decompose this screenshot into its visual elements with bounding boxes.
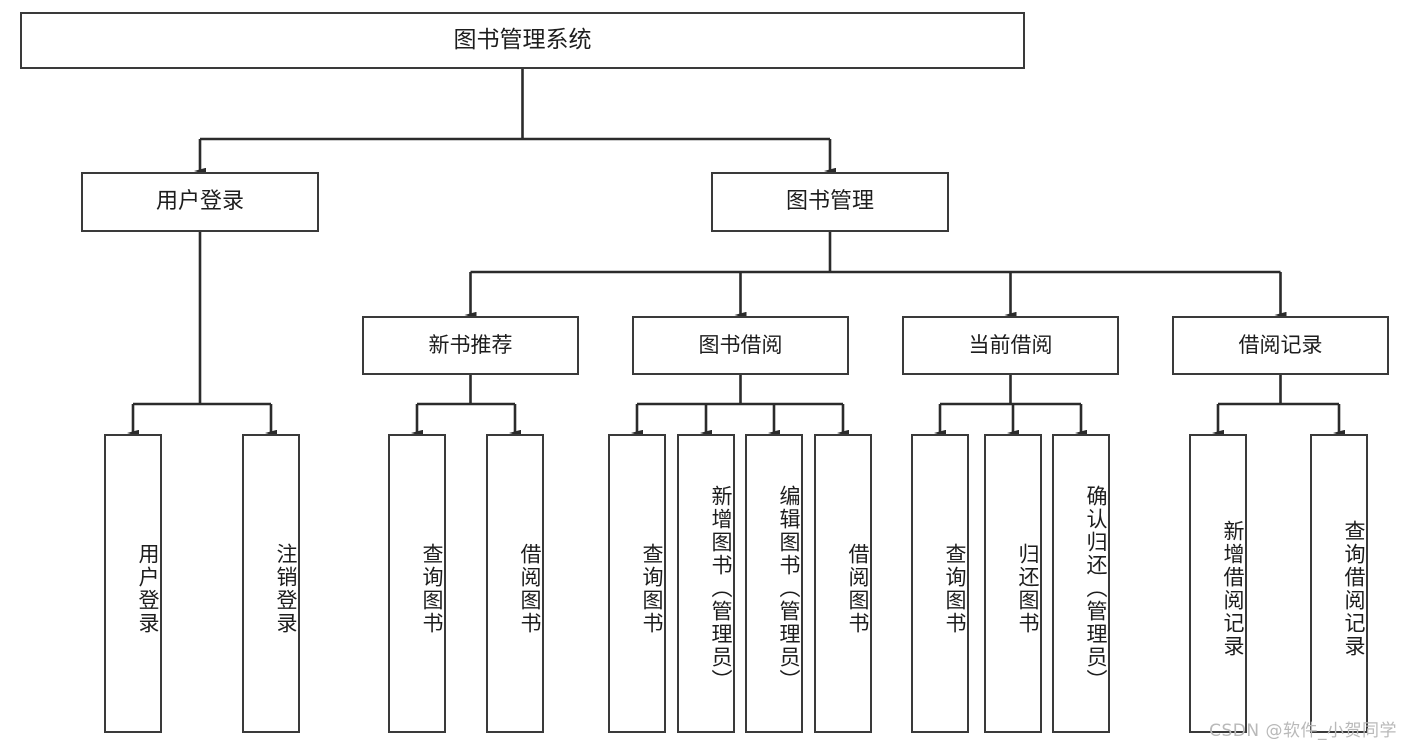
node-leaf-user-login[interactable]: 用户登录 [104,434,162,733]
node-leaf-query-book-1-label: 查询图书 [420,542,444,635]
node-current-borrow[interactable]: 当前借阅 [902,316,1119,375]
node-leaf-query-book-2-label: 查询图书 [640,542,664,635]
node-leaf-borrow-book-1[interactable]: 借阅图书 [486,434,544,733]
node-user-login[interactable]: 用户登录 [81,172,319,232]
node-leaf-query-book-2[interactable]: 查询图书 [608,434,666,733]
node-leaf-borrow-book-1-label: 借阅图书 [518,542,542,635]
node-leaf-edit-book-label: 编辑图书（管理员） [777,485,801,692]
node-leaf-return-book-label: 归还图书 [1016,542,1040,635]
node-leaf-return-book[interactable]: 归还图书 [984,434,1042,733]
node-leaf-user-logout[interactable]: 注销登录 [242,434,300,733]
node-book-borrow-label: 图书借阅 [698,333,783,358]
node-borrow-record[interactable]: 借阅记录 [1172,316,1389,375]
node-leaf-user-logout-label: 注销登录 [274,542,298,635]
node-leaf-borrow-book-2[interactable]: 借阅图书 [814,434,872,733]
node-leaf-query-book-3-label: 查询图书 [943,542,967,635]
node-current-borrow-label: 当前借阅 [968,333,1053,358]
node-leaf-add-book-label: 新增图书（管理员） [709,485,733,692]
node-book-manage-label: 图书管理 [785,189,874,215]
node-root[interactable]: 图书管理系统 [20,12,1025,69]
node-leaf-confirm-return[interactable]: 确认归还（管理员） [1052,434,1110,733]
node-borrow-record-label: 借阅记录 [1238,333,1323,358]
node-leaf-query-book-1[interactable]: 查询图书 [388,434,446,733]
watermark-text: CSDN @软件_小贺同学 [1209,721,1397,741]
node-new-book-recommend-label: 新书推荐 [428,333,513,358]
node-book-manage[interactable]: 图书管理 [711,172,949,232]
node-leaf-user-login-label: 用户登录 [136,542,160,635]
node-leaf-query-record[interactable]: 查询借阅记录 [1310,434,1368,733]
node-new-book-recommend[interactable]: 新书推荐 [362,316,579,375]
node-leaf-borrow-book-2-label: 借阅图书 [846,542,870,635]
node-leaf-confirm-return-label: 确认归还（管理员） [1084,485,1108,692]
node-leaf-add-record-label: 新增借阅记录 [1221,519,1245,658]
node-root-label: 图书管理系统 [453,27,592,54]
node-user-login-label: 用户登录 [155,189,244,215]
node-leaf-add-record[interactable]: 新增借阅记录 [1189,434,1247,733]
node-leaf-query-book-3[interactable]: 查询图书 [911,434,969,733]
node-leaf-query-record-label: 查询借阅记录 [1342,519,1366,658]
node-book-borrow[interactable]: 图书借阅 [632,316,849,375]
node-leaf-add-book[interactable]: 新增图书（管理员） [677,434,735,733]
node-leaf-edit-book[interactable]: 编辑图书（管理员） [745,434,803,733]
